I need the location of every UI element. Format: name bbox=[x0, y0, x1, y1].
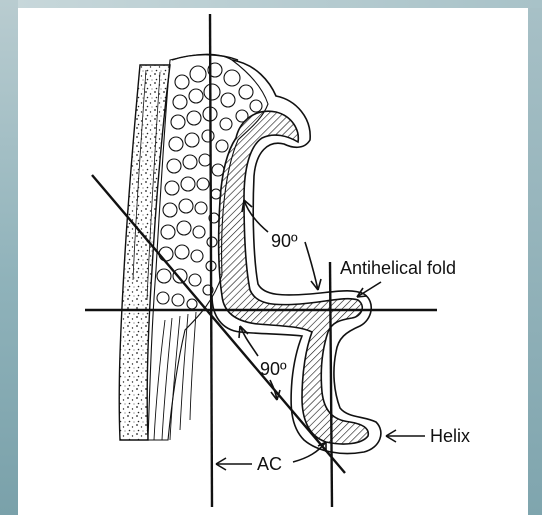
ear-cross-section-diagram: 90º 90º Antihelical fold Helix AC bbox=[18, 8, 528, 515]
angle-top-label: 90º bbox=[271, 231, 298, 251]
angle-bottom-label: 90º bbox=[260, 359, 287, 379]
angle-top-arrow-up bbox=[244, 200, 268, 232]
connective-tissue bbox=[154, 312, 196, 440]
vertical-reference-line bbox=[210, 14, 212, 507]
antihelical-fold-arrow bbox=[357, 282, 381, 297]
slide-frame-left bbox=[0, 0, 18, 515]
slide-frame-right bbox=[528, 8, 542, 515]
antihelix-vertical-line bbox=[330, 262, 332, 507]
skin-layer bbox=[119, 65, 170, 440]
antihelical-fold-label: Antihelical fold bbox=[340, 258, 456, 278]
ac-label: AC bbox=[257, 454, 282, 474]
helix-label: Helix bbox=[430, 426, 470, 446]
slide-frame-top bbox=[18, 0, 542, 8]
diagram-panel: 90º 90º Antihelical fold Helix AC bbox=[18, 8, 528, 515]
